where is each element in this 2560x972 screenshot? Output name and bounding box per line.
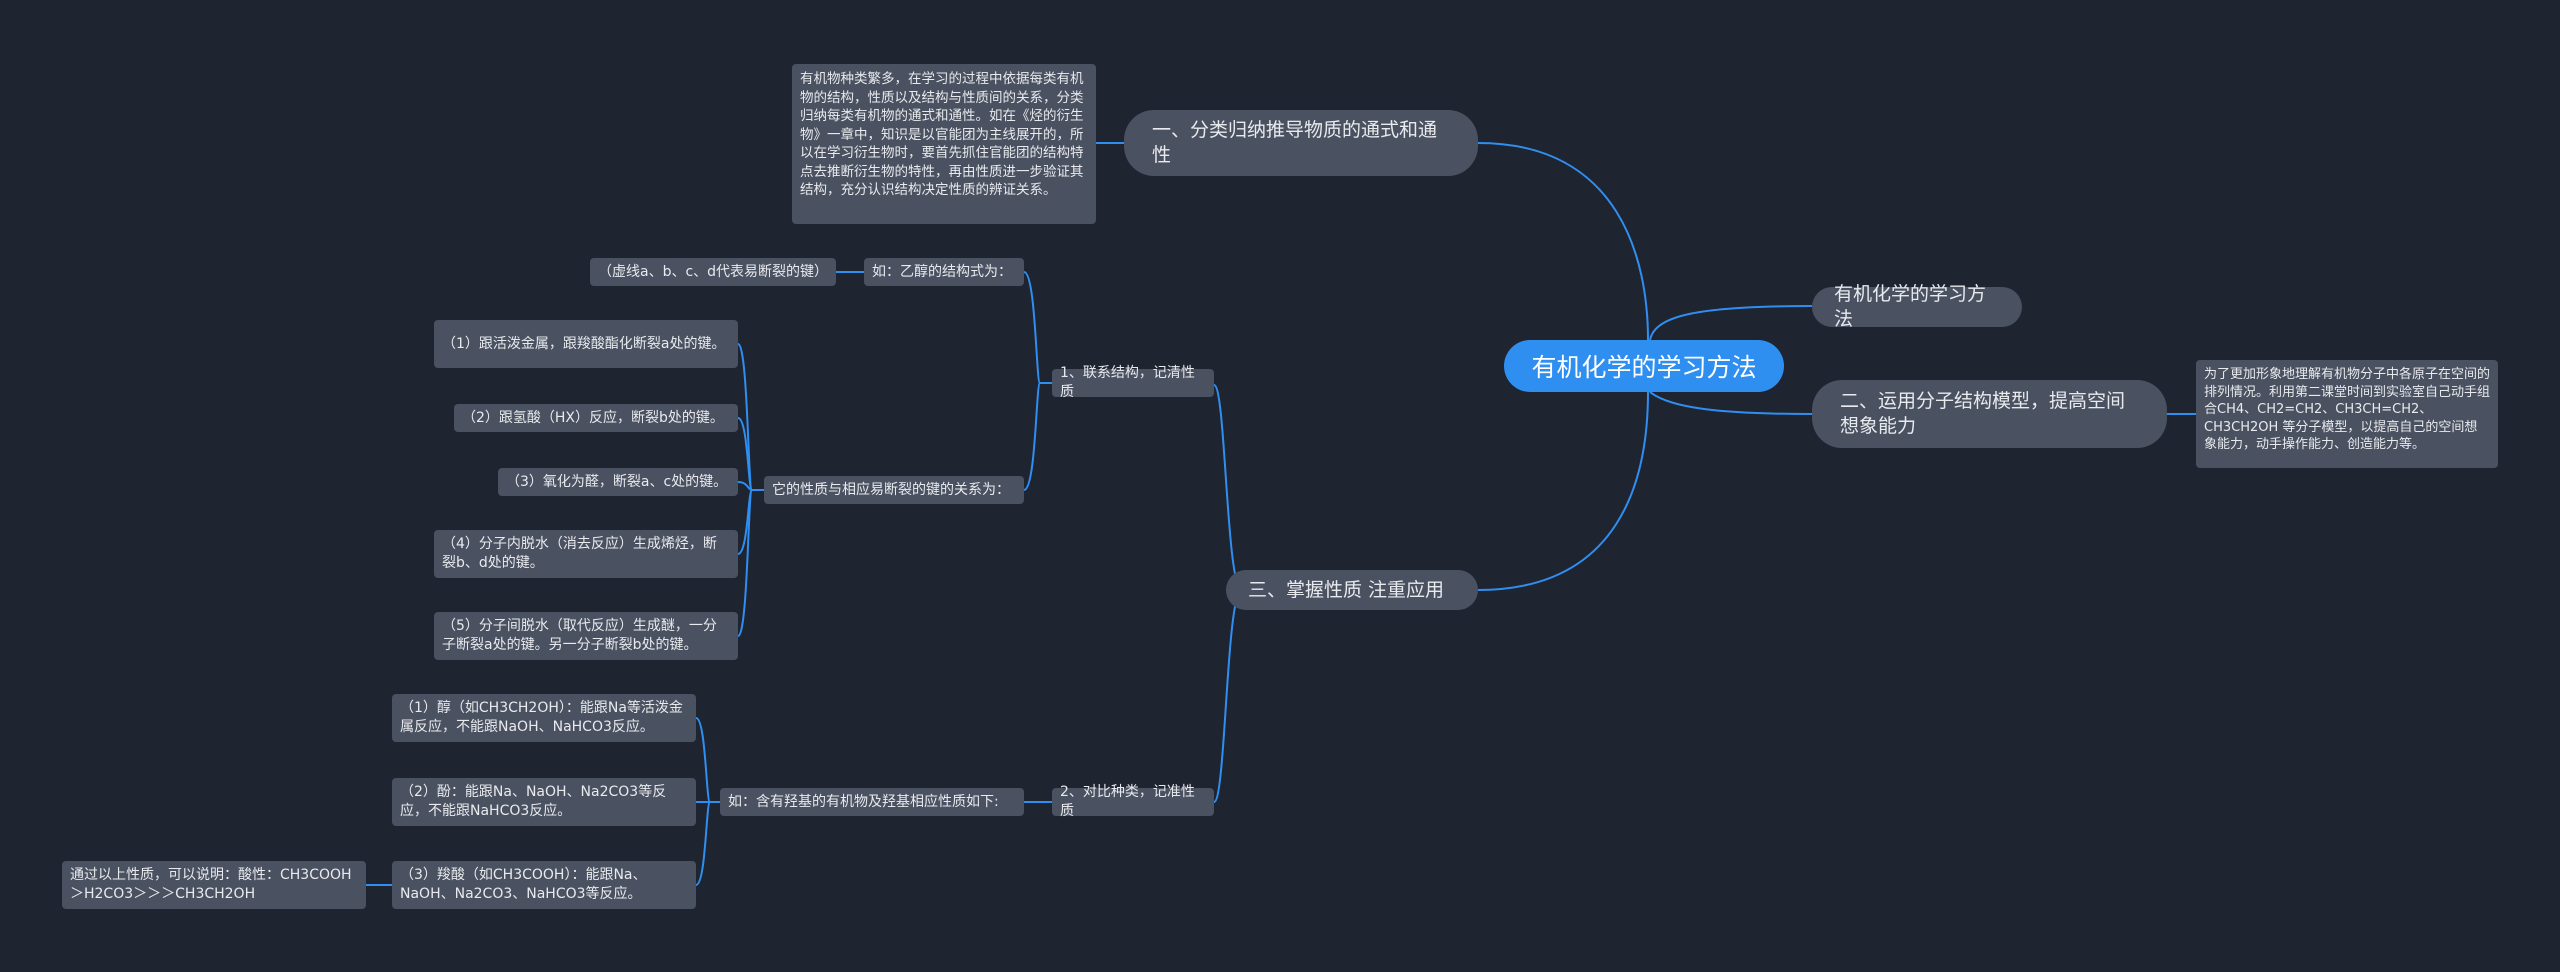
ethanol-structure-node[interactable]: 如：乙醇的结构式为： — [864, 258, 1024, 286]
bond-legend-note: （虚线a、b、c、d代表易断裂的键） — [590, 258, 836, 286]
bond-relation-node[interactable]: 它的性质与相应易断裂的键的关系为： — [764, 476, 1024, 504]
molecular-model-note: 为了更加形象地理解有机物分子中各原子在空间的排列情况。利用第二课堂时间到实验室自… — [2196, 360, 2498, 468]
bond-item-text: （4）分子内脱水（消去反应）生成烯烃，断裂b、d处的键。 — [442, 536, 717, 571]
sub-compare-types[interactable]: 2、对比种类，记准性质 — [1052, 784, 1214, 819]
branch-properties-label: 三、掌握性质 注重应用 — [1248, 578, 1445, 601]
hydroxyl-item: （2）酚：能跟Na、NaOH、Na2CO3等反应，不能跟NaHCO3反应。 — [392, 778, 696, 826]
bond-item-text: （3）氧化为醛，断裂a、c处的键。 — [506, 473, 728, 490]
bond-legend-text: （虚线a、b、c、d代表易断裂的键） — [598, 263, 829, 280]
acidity-conclusion: 通过以上性质，可以说明：酸性：CH3COOH＞H2CO3＞＞＞CH3CH2OH — [62, 861, 366, 909]
sub-structure-properties-label: 1、联系结构，记清性质 — [1060, 365, 1195, 400]
bond-item-text: （1）跟活泼金属，跟羧酸酯化断裂a处的键。 — [442, 335, 726, 352]
bond-item-text: （5）分子间脱水（取代反应）生成醚，一分子断裂a处的键。另一分子断裂b处的键。 — [442, 618, 717, 653]
branch-properties[interactable]: 三、掌握性质 注重应用 — [1226, 570, 1478, 610]
branch-classification-label: 一、分类归纳推导物质的通式和通性 — [1152, 119, 1438, 166]
sub-structure-properties[interactable]: 1、联系结构，记清性质 — [1052, 365, 1214, 400]
bond-relation-label: 它的性质与相应易断裂的键的关系为： — [772, 481, 1010, 498]
bond-item-text: （2）跟氢酸（HX）反应，断裂b处的键。 — [462, 409, 724, 426]
bond-item: （1）跟活泼金属，跟羧酸酯化断裂a处的键。 — [434, 320, 738, 368]
hydroxyl-item-text: （1）醇（如CH3CH2OH）：能跟Na等活泼金属反应，不能跟NaOH、NaHC… — [400, 700, 683, 735]
bond-item: （3）氧化为醛，断裂a、c处的键。 — [498, 468, 738, 496]
bond-item: （5）分子间脱水（取代反应）生成醚，一分子断裂a处的键。另一分子断裂b处的键。 — [434, 612, 738, 660]
sub-compare-types-label: 2、对比种类，记准性质 — [1060, 784, 1195, 819]
hydroxyl-label: 如：含有羟基的有机物及羟基相应性质如下: — [728, 793, 999, 810]
hydroxyl-item-text: （2）酚：能跟Na、NaOH、Na2CO3等反应，不能跟NaHCO3反应。 — [400, 784, 667, 819]
hydroxyl-item: （3）羧酸（如CH3COOH）：能跟Na、NaOH、Na2CO3、NaHCO3等… — [392, 861, 696, 909]
branch-molecular-model-label: 二、运用分子结构模型，提高空间想象能力 — [1840, 390, 2126, 437]
branch-learning-method-label: 有机化学的学习方法 — [1834, 283, 1987, 330]
ethanol-structure-label: 如：乙醇的结构式为： — [872, 263, 1012, 280]
root-label: 有机化学的学习方法 — [1531, 353, 1757, 382]
branch-classification[interactable]: 一、分类归纳推导物质的通式和通性 — [1124, 110, 1478, 176]
molecular-model-note-text: 为了更加形象地理解有机物分子中各原子在空间的排列情况。利用第二课堂时间到实验室自… — [2204, 367, 2491, 452]
branch-molecular-model[interactable]: 二、运用分子结构模型，提高空间想象能力 — [1812, 380, 2167, 448]
hydroxyl-item: （1）醇（如CH3CH2OH）：能跟Na等活泼金属反应，不能跟NaOH、NaHC… — [392, 694, 696, 742]
acidity-conclusion-text: 通过以上性质，可以说明：酸性：CH3COOH＞H2CO3＞＞＞CH3CH2OH — [70, 867, 352, 902]
hydroxyl-node[interactable]: 如：含有羟基的有机物及羟基相应性质如下: — [720, 788, 1024, 816]
hydroxyl-item-text: （3）羧酸（如CH3COOH）：能跟Na、NaOH、Na2CO3、NaHCO3等… — [400, 867, 647, 902]
bond-item: （2）跟氢酸（HX）反应，断裂b处的键。 — [454, 404, 738, 432]
bond-item: （4）分子内脱水（消去反应）生成烯烃，断裂b、d处的键。 — [434, 530, 738, 578]
branch-learning-method[interactable]: 有机化学的学习方法 — [1812, 283, 2022, 330]
root-node[interactable]: 有机化学的学习方法 — [1504, 340, 1784, 392]
classification-note-text: 有机物种类繁多，在学习的过程中依据每类有机物的结构，性质以及结构与性质间的关系，… — [800, 71, 1084, 198]
classification-note: 有机物种类繁多，在学习的过程中依据每类有机物的结构，性质以及结构与性质间的关系，… — [792, 64, 1096, 224]
